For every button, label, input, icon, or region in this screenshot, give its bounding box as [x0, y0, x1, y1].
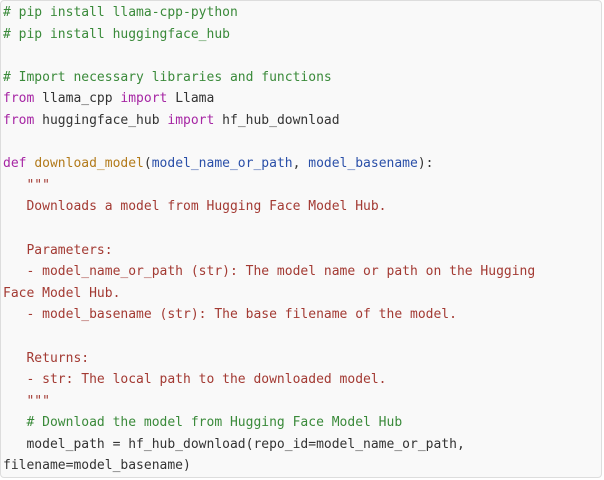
code-token-str: """ [3, 177, 50, 193]
code-line: - model_name_or_path (str): The model na… [3, 261, 601, 283]
code-line: ​ [3, 218, 601, 240]
code-token-fn: download_model [34, 156, 144, 172]
code-token-plain: ( [143, 156, 152, 172]
code-token-kw: from [3, 91, 35, 107]
code-token-comment: # pip install llama-cpp-python [3, 5, 238, 20]
code-line: - model_basename (str): The base filenam… [3, 304, 601, 326]
code-token-str: Returns: [3, 350, 90, 366]
code-token-comment: # Download the model from Hugging Face M… [3, 415, 403, 431]
code-token-kw: import [167, 112, 215, 128]
code-token-param: model_name_or_path [151, 156, 293, 172]
code-token-def: def [3, 156, 27, 172]
code-token-str: - str: The local path to the downloaded … [3, 372, 387, 388]
code-token-plain: Llama [167, 91, 215, 107]
code-line: Returns: [3, 348, 601, 370]
code-token-plain: , [292, 156, 309, 172]
code-line: """ [3, 391, 601, 413]
code-content[interactable]: # pip install llama-cpp-python # pip inst… [3, 2, 601, 477]
code-token-plain: ): [417, 156, 434, 172]
code-token-str: Parameters: [3, 242, 113, 258]
code-token-plain: huggingface_hub [34, 112, 168, 128]
code-token-str: - model_basename (str): The base filenam… [3, 307, 457, 323]
code-line: ​ [3, 326, 601, 348]
code-line: ​ [3, 45, 601, 67]
code-token-param: model_basename [308, 156, 418, 172]
code-line: Parameters: [3, 240, 601, 262]
code-token-str: """ [3, 393, 50, 409]
code-token-plain: llama_cpp [34, 91, 121, 107]
code-line: # Download the model from Hugging Face M… [3, 412, 601, 434]
code-line: Downloads a model from Hugging Face Mode… [3, 196, 601, 218]
code-line: # pip install llama-cpp-python [3, 2, 601, 24]
code-token-plain: hf_hub_download [214, 112, 340, 128]
code-line: - str: The local path to the downloaded … [3, 369, 601, 391]
code-line: Face Model Hub. [3, 283, 601, 305]
code-token-kw: from [3, 112, 35, 128]
code-line: from llama_cpp import Llama [3, 88, 601, 110]
code-line: from huggingface_hub import hf_hub_downl… [3, 110, 601, 132]
code-token-plain: filename=model_basename) [3, 458, 191, 474]
code-line: # pip install huggingface_hub [3, 24, 601, 46]
code-token-comment: # Import necessary libraries and functio… [3, 69, 332, 85]
code-line: def download_model(model_name_or_path, m… [3, 153, 601, 175]
code-line: ​ [3, 132, 601, 154]
code-line: # Import necessary libraries and functio… [3, 67, 601, 89]
code-token-comment: # pip install huggingface_hub [3, 26, 230, 42]
code-line: filename=model_basename) [3, 455, 601, 477]
code-token-plain: model_path = hf_hub_download(repo_id=mod… [3, 436, 465, 452]
code-token-str: - model_name_or_path (str): The model na… [3, 264, 536, 280]
code-token-str: Face Model Hub. [3, 285, 121, 301]
code-token-str: Downloads a model from Hugging Face Mode… [3, 199, 387, 215]
code-line: model_path = hf_hub_download(repo_id=mod… [3, 434, 601, 456]
code-line: """ [3, 175, 601, 197]
code-token-kw: import [120, 91, 168, 107]
